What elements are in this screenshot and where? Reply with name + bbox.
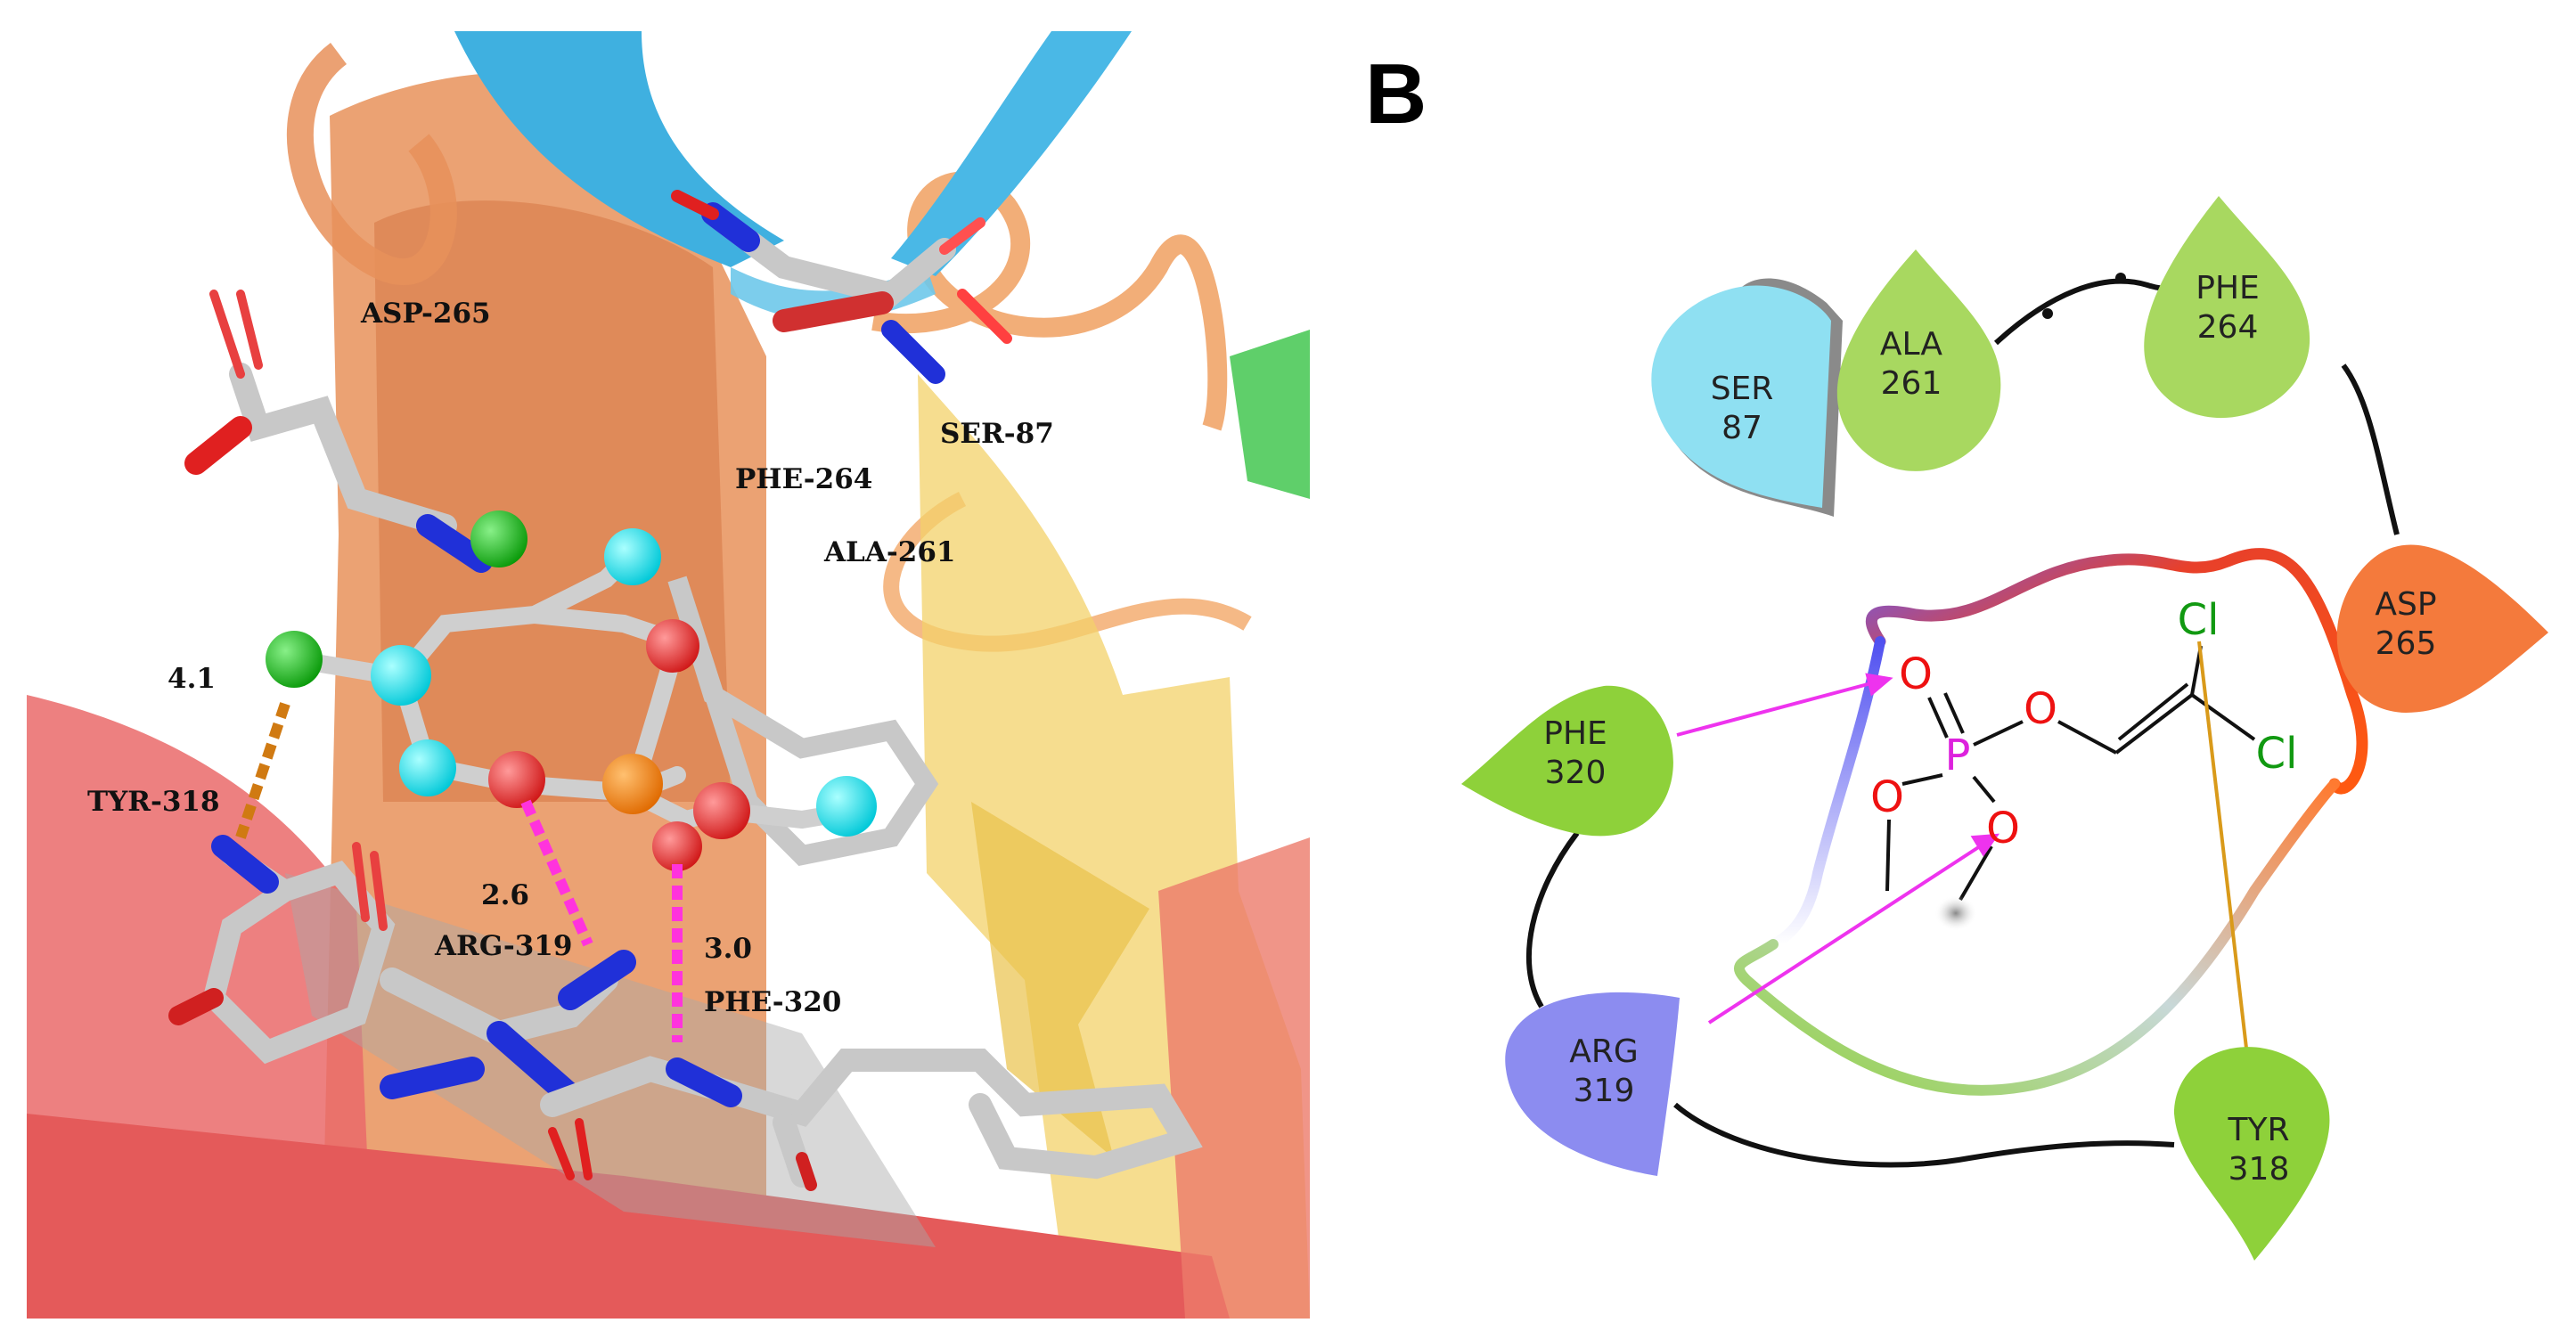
residue-ser-87: SER 87 [1651, 278, 1843, 517]
residue-name: SER [1711, 371, 1774, 407]
yellow-arrow [971, 802, 1149, 1158]
distance-label-4.1: 4.1 [168, 663, 216, 695]
residue-droplet [1651, 285, 1831, 508]
grey-sheet [285, 873, 936, 1247]
distance-label-3.0: 3.0 [704, 933, 752, 965]
residue-number: 318 [2228, 1151, 2290, 1188]
label-ala-261: ALA-261 [823, 536, 955, 568]
oxygen-atom [652, 821, 702, 871]
residue-name: PHE [1543, 715, 1607, 752]
residue-name: ARG [1569, 1033, 1639, 1070]
residue-phe-320: PHE 320 [1461, 685, 1673, 837]
blue-strand-2 [891, 31, 1132, 276]
hbond-phe320 [1676, 682, 1872, 737]
oxygen-atom [693, 782, 750, 839]
hbond-arg319 [1707, 845, 1982, 1025]
ligand-shadow [1934, 895, 1977, 931]
distance-lines [235, 702, 683, 1042]
residue-name: PHE [2196, 270, 2260, 306]
hbond-arrows [1676, 673, 2000, 1025]
backbone-node [2115, 273, 2126, 283]
residue-droplet [1461, 685, 1673, 837]
phosphorus-atom [602, 754, 663, 814]
carbon-atom [371, 645, 431, 706]
distance-label-2.6: 2.6 [481, 879, 529, 911]
chlorine-atom [470, 510, 527, 567]
ligand-atoms [266, 510, 877, 871]
distance-line-2.6 [520, 799, 593, 947]
backbone-phe-arg [1525, 831, 1580, 1008]
residue-tyr-318: TYR 318 [2174, 1047, 2330, 1261]
label-phe-264: PHE-264 [735, 463, 872, 495]
pi-contact-line [2197, 641, 2249, 1057]
residue-number: 319 [1574, 1073, 1635, 1109]
oxygen-label: O [2024, 684, 2057, 734]
green-helix [1230, 330, 1310, 499]
carbon-atom [399, 739, 456, 796]
residue-name: TYR [2228, 1112, 2290, 1148]
residue-asp-265: ASP 265 [2336, 544, 2548, 713]
residue-name: ASP [2375, 586, 2436, 623]
residue-droplet [1836, 249, 2001, 471]
backbone-node [2042, 308, 2053, 319]
distance-line-4.1 [235, 702, 290, 839]
oxygen-label: O [1986, 804, 2020, 853]
residue-droplet [2144, 196, 2310, 419]
residue-number: 320 [1545, 755, 1607, 791]
label-phe-320: PHE-320 [704, 986, 841, 1018]
residue-name: ALA [1880, 326, 1943, 363]
oxygen-label: O [1870, 772, 1904, 822]
residue-number: 265 [2376, 625, 2437, 662]
residue-number: 261 [1881, 365, 1942, 402]
residue-droplet [2174, 1047, 2330, 1261]
chlorine-label: Cl [2256, 729, 2298, 779]
residue-number: 87 [1721, 410, 1762, 446]
helix-shade [374, 200, 731, 802]
carbon-atom [816, 776, 877, 837]
red-sheet-bottom [27, 1114, 1230, 1319]
panel-a-structure: ASP-265 SER-87 PHE-264 ALA-261 TYR-318 A… [27, 31, 1310, 1319]
label-tyr-318: TYR-318 [87, 786, 220, 818]
pocket-outline-top [1866, 548, 2368, 795]
chlorine-atom [266, 631, 323, 688]
oxygen-atom [488, 751, 545, 808]
residue-phe-264: PHE 264 [2144, 196, 2310, 419]
panel-b-letter: B [1365, 46, 1427, 142]
residue-arg-319: ARG 319 [1505, 992, 1680, 1176]
oxygen-label: O [1899, 649, 1933, 699]
residue-ala-261: ALA 261 [1836, 249, 2001, 471]
residue-number: 264 [2197, 309, 2259, 346]
residue-sticks [168, 190, 1203, 1191]
oxygen-atom [646, 619, 699, 673]
label-arg-319: ARG-319 [434, 930, 572, 962]
backbone-arg-tyr [1673, 1102, 2175, 1168]
orange-loop-1 [286, 43, 457, 285]
carbon-atom [604, 528, 661, 585]
residue-droplet [1505, 992, 1680, 1176]
label-asp-265: ASP-265 [360, 298, 491, 330]
ligand-bonds [1885, 645, 2256, 902]
panel-b-interaction-diagram: O P O O O Cl Cl SER 87 ALA 261 PHE 264 A… [1461, 196, 2548, 1261]
pocket-outline-bottom [1734, 779, 2340, 1096]
phosphorus-label: P [1945, 731, 1971, 780]
backbone-phe-asp [2341, 363, 2400, 535]
orange-loop-2 [871, 171, 1228, 431]
residue-droplet [2336, 544, 2548, 713]
pocket-outline-left [1768, 636, 1885, 950]
chlorine-label: Cl [2178, 595, 2220, 645]
label-ser-87: SER-87 [940, 418, 1054, 450]
red-sheet-right [1158, 837, 1310, 1319]
